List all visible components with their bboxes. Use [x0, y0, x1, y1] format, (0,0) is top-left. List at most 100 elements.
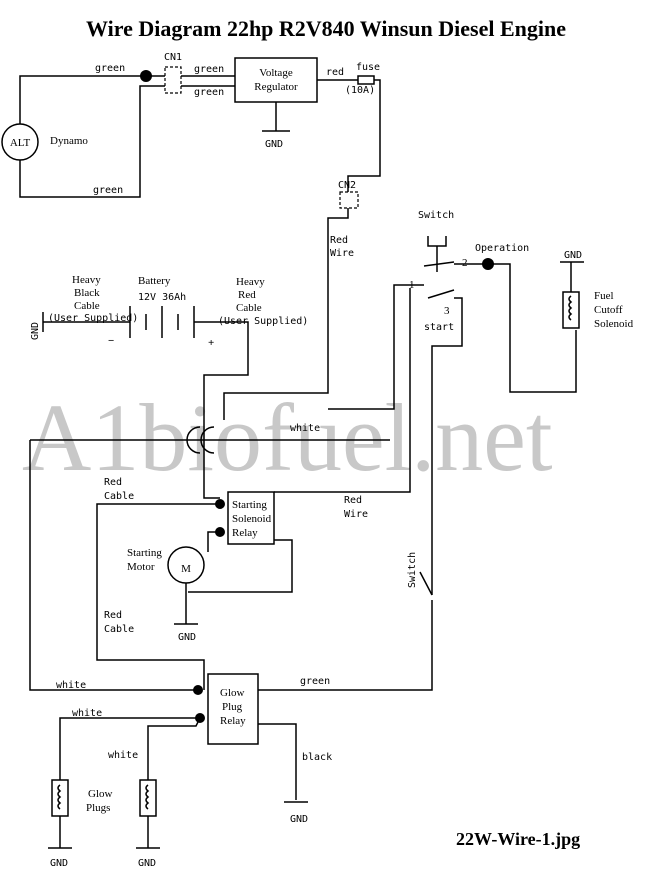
gnd-label: GND	[50, 858, 68, 869]
wire-alt-top	[19, 75, 146, 124]
voltage-regulator-label: Regulator	[254, 81, 298, 93]
gnd-label: GND	[290, 814, 308, 825]
switch-key-symbol	[427, 236, 447, 247]
wire-label-white: white	[72, 708, 102, 719]
wire-label-red-cable: Cable	[104, 624, 134, 635]
wire-label-red-wire: Wire	[344, 509, 368, 520]
wire-fuse-cn2	[347, 79, 381, 192]
file-name: 22W-Wire-1.jpg	[456, 829, 580, 849]
heavy-black-cable-label: Cable	[74, 300, 100, 312]
glow-plug-relay-label: Glow	[220, 687, 245, 699]
wire-label-green: green	[95, 63, 125, 74]
dynamo-label: Dynamo	[50, 135, 88, 147]
battery-minus-label: −	[108, 335, 114, 347]
heavy-black-cable-label: Black	[74, 287, 100, 299]
gnd-label: GND	[138, 858, 156, 869]
battery-label: Battery	[138, 275, 171, 287]
wire-label-red-cable: Red	[104, 477, 122, 488]
wire-label-white: white	[56, 680, 86, 691]
fuse-rating-label: (10A)	[345, 85, 375, 96]
heavy-red-cable-label: (User Supplied)	[218, 316, 308, 327]
cn1-connector	[164, 66, 182, 94]
glow-plug-relay-label: Plug	[222, 701, 243, 713]
fuel-cutoff-label: Cutoff	[594, 304, 623, 316]
wire-red-cable-glow	[96, 503, 220, 690]
wire-label-red: red	[326, 67, 344, 78]
cn2-label: CN2	[338, 180, 356, 191]
wire-red-switch-solenoid	[274, 288, 411, 493]
side-switch-label: Switch	[407, 552, 418, 588]
solenoid-coil	[568, 295, 573, 321]
heavy-red-cable-label: Heavy	[236, 276, 265, 288]
glow-plug-coil	[57, 784, 62, 810]
wire-switch-pos1	[328, 284, 424, 410]
wire-crossing-bend	[186, 426, 201, 454]
wire-label-red-cable: Cable	[104, 491, 134, 502]
cn1-label: CN1	[164, 52, 182, 63]
battery-spec-label: 12V 36Ah	[138, 292, 186, 303]
wire-operation-fuel	[488, 263, 577, 393]
wire-label-green: green	[300, 676, 330, 687]
side-switch-blade	[419, 571, 433, 596]
glow-plug-relay	[207, 673, 259, 745]
wire-crossing-bend	[200, 426, 215, 454]
heavy-red-cable-label: Cable	[236, 302, 262, 314]
wire-label-red-wire: Wire	[330, 248, 354, 259]
wire-green-glow	[258, 600, 433, 691]
wire-label-red-cable: Red	[104, 610, 122, 621]
wire-label-red-wire: Red	[330, 235, 348, 246]
heavy-red-cable-label: Red	[238, 289, 256, 301]
starting-solenoid-relay-label: Relay	[232, 527, 258, 539]
switch-start-label: start	[424, 322, 454, 333]
cn2-connector	[339, 191, 359, 209]
heavy-black-cable-label: (User Supplied)	[48, 313, 138, 324]
wire-white-left	[29, 440, 196, 691]
wire-label-green: green	[194, 64, 224, 75]
wire-relay-motor	[207, 531, 220, 552]
starting-solenoid-relay-label: Starting	[232, 499, 267, 511]
switch-operation-label: Operation	[475, 243, 529, 254]
wire-label-green: green	[194, 87, 224, 98]
glow-plug-relay-label: Relay	[220, 715, 246, 727]
battery-plus-label: +	[208, 337, 214, 349]
wire-alt-bottom	[19, 85, 165, 198]
wire-relay-motor-return	[188, 539, 293, 593]
fuse-label: fuse	[356, 62, 380, 73]
heavy-black-cable-label: Heavy	[72, 274, 101, 286]
gnd-label: GND	[30, 322, 41, 340]
switch-label: Switch	[418, 210, 454, 221]
watermark: A1biofuel.net	[22, 384, 553, 491]
gnd-symbol	[136, 816, 160, 849]
fuel-cutoff-label: Solenoid	[594, 318, 634, 330]
wire-white-glow1	[59, 717, 200, 780]
wire-label-white: white	[108, 750, 138, 761]
glow-plug-coil	[145, 784, 150, 810]
fuel-cutoff-label: Fuel	[594, 290, 614, 302]
switch-pos-3: 3	[444, 305, 450, 317]
wire-battery-pos	[194, 321, 249, 499]
starting-solenoid-relay	[227, 491, 275, 545]
battery-symbol	[129, 306, 195, 338]
gnd-symbol	[48, 816, 72, 849]
starting-solenoid-relay-label: Solenoid	[232, 513, 272, 525]
starting-motor-label: Motor	[127, 561, 155, 573]
wire-label-black: black	[302, 752, 332, 763]
diagram-title: Wire Diagram 22hp R2V840 Winsun Diesel E…	[86, 16, 566, 41]
gnd-label: GND	[564, 250, 582, 261]
fuel-cutoff-solenoid	[562, 291, 580, 329]
glow-plugs-label: Glow	[88, 788, 113, 800]
starting-motor-label: Starting	[127, 547, 162, 559]
wire-switch-start	[431, 297, 463, 595]
alt-label: ALT	[10, 137, 31, 149]
gnd-label: GND	[178, 632, 196, 643]
motor-symbol: M	[181, 563, 191, 575]
wire-white-glow2	[147, 717, 201, 780]
switch-contacts	[423, 261, 455, 299]
voltage-regulator-label: Voltage	[259, 67, 293, 79]
voltage-regulator	[234, 57, 318, 103]
fuse-symbol	[357, 75, 375, 85]
glow-plugs-label: Plugs	[86, 802, 110, 814]
switch-pos-2: 2	[462, 257, 468, 269]
terminal-dot	[193, 685, 203, 695]
